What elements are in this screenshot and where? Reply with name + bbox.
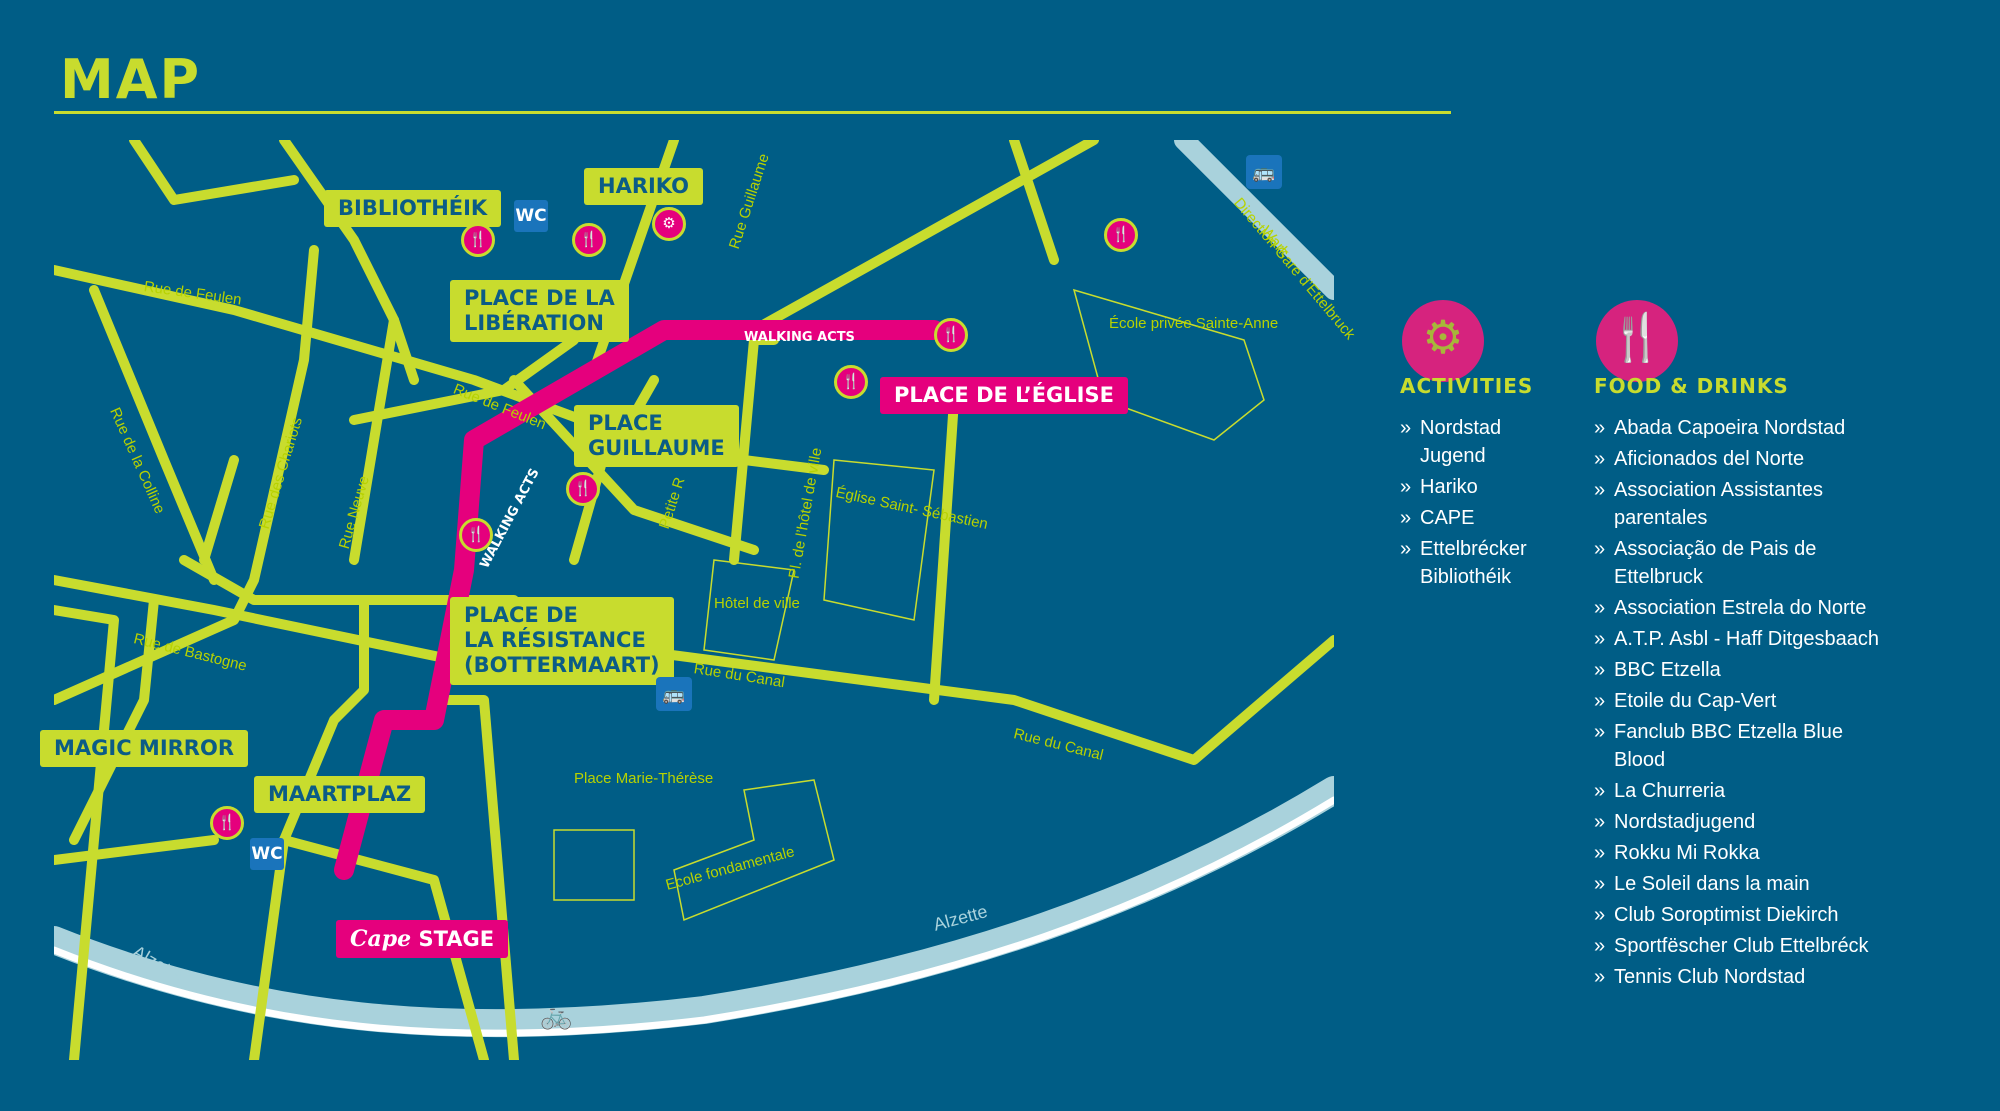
event-map[interactable]: Rue de Feulen Rue de Feulen Rue de la Co… <box>40 140 1358 1060</box>
list-item: Tennis Club Nordstad <box>1594 963 1894 991</box>
list-item: A.T.P. Asbl - Haff Ditgesbaach <box>1594 625 1894 653</box>
railway <box>1174 140 1334 300</box>
place-label: Hôtel de ville <box>714 595 800 612</box>
list-item: Le Soleil dans la main <box>1594 870 1894 898</box>
list-item: Nordstad Jugend <box>1400 414 1550 470</box>
list-item: La Churreria <box>1594 777 1894 805</box>
title-divider <box>54 111 1451 114</box>
streets <box>54 140 1334 1060</box>
cape-logo: Cape <box>350 926 412 952</box>
legend-activities-title: ACTIVITIES <box>1400 374 1534 398</box>
list-item: BBC Etzella <box>1594 656 1894 684</box>
bus-icon[interactable]: 🚌 <box>656 677 692 711</box>
walking-acts-label: WALKING ACTS <box>744 330 855 345</box>
list-item: Rokku Mi Rokka <box>1594 839 1894 867</box>
list-item: Association Assistantes parentales <box>1594 476 1894 532</box>
wc-icon[interactable]: WC <box>514 200 548 232</box>
location-place-resistance[interactable]: PLACE DE LA RÉSISTANCE (BOTTERMAART) <box>450 597 674 685</box>
fork-knife-icon[interactable]: 🍴 <box>210 806 244 840</box>
location-place-guillaume[interactable]: PLACE GUILLAUME <box>574 405 739 468</box>
fork-knife-icon[interactable]: 🍴 <box>1104 218 1138 252</box>
list-item: Club Soroptimist Diekirch <box>1594 901 1894 929</box>
list-item: Associação de Pais de Ettelbruck <box>1594 535 1894 591</box>
fork-knife-icon[interactable]: 🍴 <box>566 472 600 506</box>
location-hariko[interactable]: HARIKO <box>584 168 703 206</box>
fork-knife-icon: 🍴 <box>1596 300 1678 382</box>
location-magic-mirror[interactable]: MAGIC MIRROR <box>40 730 248 768</box>
list-item: Hariko <box>1400 473 1550 501</box>
list-item: Fanclub BBC Etzella Blue Blood <box>1594 718 1894 774</box>
page-title: MAP <box>60 48 202 111</box>
legend-food-drinks: 🍴 FOOD & DRINKS Abada Capoeira Nordstad … <box>1594 300 1894 994</box>
location-bibliotheik[interactable]: BIBLIOTHÉIK <box>324 190 502 228</box>
list-item: Abada Capoeira Nordstad <box>1594 414 1894 442</box>
gear-icon: ⚙ <box>1402 300 1484 382</box>
alzette-river-highlight <box>54 796 1334 1037</box>
cape-stage-label: STAGE <box>418 927 495 951</box>
list-item: Sportfëscher Club Ettelbréck <box>1594 932 1894 960</box>
list-item: Ettelbrécker Bibliothéik <box>1400 535 1550 591</box>
legend-food-drinks-title: FOOD & DRINKS <box>1594 374 1789 398</box>
location-cape-stage[interactable]: Cape STAGE <box>336 920 509 959</box>
activities-list: Nordstad Jugend Hariko CAPE Ettelbrécker… <box>1400 414 1550 591</box>
location-place-eglise[interactable]: PLACE DE L’ÉGLISE <box>880 377 1128 415</box>
list-item: CAPE <box>1400 504 1550 532</box>
list-item: Association Estrela do Norte <box>1594 594 1894 622</box>
bus-icon[interactable]: 🚌 <box>1246 155 1282 189</box>
alzette-river <box>54 776 1334 1038</box>
list-item: Aficionados del Norte <box>1594 445 1894 473</box>
street-network <box>54 140 1334 1060</box>
place-label: Place Marie-Thérèse <box>574 770 714 787</box>
food-drinks-list: Abada Capoeira Nordstad Aficionados del … <box>1594 414 1894 991</box>
fork-knife-icon[interactable]: 🍴 <box>459 518 493 552</box>
location-place-liberation[interactable]: PLACE DE LA LIBÉRATION <box>450 280 629 343</box>
fork-knife-icon[interactable]: 🍴 <box>834 365 868 399</box>
gear-icon[interactable]: ⚙ <box>652 207 686 241</box>
fork-knife-icon[interactable]: 🍴 <box>934 318 968 352</box>
legend-activities: ⚙ ACTIVITIES Nordstad Jugend Hariko CAPE… <box>1400 300 1550 594</box>
bicycle-icon: 🚲 <box>540 1000 573 1030</box>
location-maartplaz[interactable]: MAARTPLAZ <box>254 776 426 814</box>
fork-knife-icon[interactable]: 🍴 <box>461 223 495 257</box>
wc-icon[interactable]: WC <box>250 838 284 870</box>
fork-knife-icon[interactable]: 🍴 <box>572 223 606 257</box>
place-label: École privée Sainte-Anne <box>1109 315 1279 332</box>
walking-acts-route <box>334 320 944 880</box>
list-item: Etoile du Cap-Vert <box>1594 687 1894 715</box>
list-item: Nordstadjugend <box>1594 808 1894 836</box>
